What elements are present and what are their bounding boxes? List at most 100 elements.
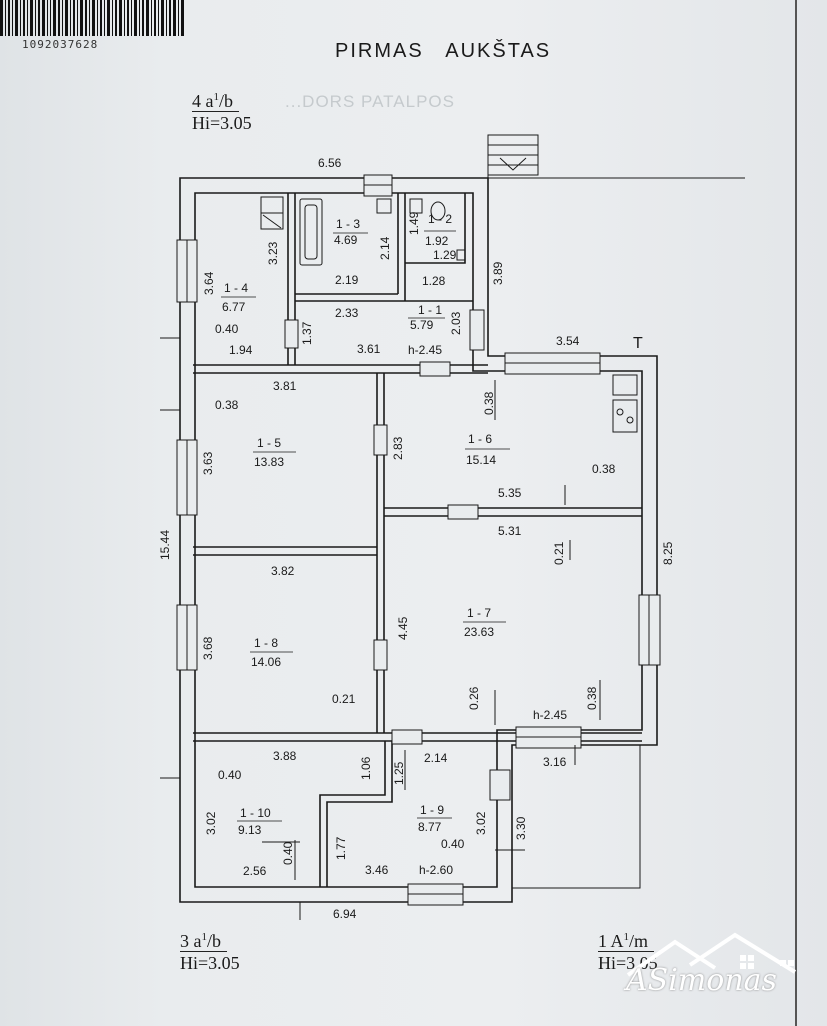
faint-bleedthrough-text: ...DORS PATALPOS <box>285 92 455 111</box>
room-area: 9.13 <box>238 823 262 837</box>
dim-label: 0.38 <box>482 391 496 415</box>
dim-label: 0.38 <box>585 686 599 710</box>
room-labels: 1 - 1 5.79 1 - 2 1.92 1 - 3 4.69 1 - 4 6… <box>221 212 510 837</box>
fraction-main: 1 A <box>598 931 624 951</box>
fraction-top-left: 4 a1/b Hi=3.05 <box>192 92 252 132</box>
barcode <box>0 0 184 36</box>
room-area: 1.92 <box>425 234 449 248</box>
fraction-height: Hi=3.05 <box>180 953 240 973</box>
dim-label: 5.35 <box>498 486 522 500</box>
dim-label: 2.14 <box>424 751 448 765</box>
dim-label: 5.31 <box>498 524 522 538</box>
dim-label: 3.88 <box>273 749 297 763</box>
dim-label: 3.63 <box>201 451 215 475</box>
fraction-height: Hi=3.05 <box>598 953 658 973</box>
fraction-sup: 1 <box>623 931 630 943</box>
dim-label: 0.21 <box>332 692 356 706</box>
fraction-bottom-left: 3 a1/b Hi=3.05 <box>180 932 240 972</box>
dim-label: 1.77 <box>334 836 348 860</box>
logo-wordmark: ASimonas <box>626 963 777 998</box>
dim-label: 3.16 <box>543 755 567 769</box>
fraction-sup: 1 <box>213 91 220 103</box>
fraction-bottom-right: 1 A1/m Hi=3.05 <box>598 932 658 972</box>
dim-label: 1.49 <box>407 211 421 235</box>
page-title: PIRMAS AUKŠTAS <box>335 40 552 62</box>
fraction-sup: 1 <box>201 931 208 943</box>
fraction-main: 3 a <box>180 931 202 951</box>
dim-label: 1.37 <box>300 321 314 345</box>
dim-label: 1.28 <box>422 274 446 288</box>
dim-label: 3.46 <box>365 863 389 877</box>
dim-label: 15.44 <box>158 530 172 560</box>
dimension-labels: 6.56 3.64 3.23 0.40 1.94 2.14 2.19 1.49 … <box>158 156 675 921</box>
dim-label: 2.19 <box>335 273 359 287</box>
sanitary-fixtures <box>260 196 638 433</box>
dim-label: h-2.60 <box>419 863 453 877</box>
dim-label: 8.25 <box>661 541 675 565</box>
dim-label: 2.56 <box>243 864 267 878</box>
dim-label: 2.83 <box>391 436 405 460</box>
room-area: 13.83 <box>254 455 284 469</box>
room-label: 1 - 5 <box>257 436 281 450</box>
room-label: 1 - 10 <box>240 806 271 820</box>
dim-label: 0.40 <box>441 837 465 851</box>
room-label: 1 - 8 <box>254 636 278 650</box>
room-area: 6.77 <box>222 300 246 314</box>
dim-label: 0.38 <box>215 398 239 412</box>
dim-label: 2.14 <box>378 236 392 260</box>
room-label: 1 - 9 <box>420 803 444 817</box>
dim-label: 3.64 <box>202 271 216 295</box>
dim-label: 6.56 <box>318 156 342 170</box>
dim-label: 6.94 <box>333 907 357 921</box>
barcode-number: 1092037628 <box>22 38 99 51</box>
entrance-stairs <box>487 134 539 176</box>
dim-label: 0.21 <box>552 541 566 565</box>
dim-label: 0.40 <box>215 322 239 336</box>
fraction-tail: /b <box>207 931 222 951</box>
room-area: 23.63 <box>464 625 494 639</box>
room-label: 1 - 3 <box>336 217 360 231</box>
dim-label: 3.02 <box>474 811 488 835</box>
dim-label: 3.68 <box>201 636 215 660</box>
house-logo-icon <box>626 932 797 977</box>
dim-label: 0.26 <box>467 686 481 710</box>
dim-label: 0.40 <box>281 841 295 865</box>
fraction-height: Hi=3.05 <box>192 113 252 133</box>
room-area: 15.14 <box>466 453 496 467</box>
dim-label: 1.94 <box>229 343 253 357</box>
dim-label: 3.82 <box>271 564 295 578</box>
dim-label: 1.25 <box>392 761 406 785</box>
fraction-main: 4 a <box>192 91 214 111</box>
dim-label: 0.40 <box>218 768 242 782</box>
dim-label: 3.89 <box>491 261 505 285</box>
fraction-tail: /b <box>219 91 234 111</box>
dim-label: h-2.45 <box>533 708 567 722</box>
dim-label: 3.02 <box>204 811 218 835</box>
dim-label: 3.23 <box>266 241 280 265</box>
walls <box>179 174 745 903</box>
dim-label: 2.03 <box>449 311 463 335</box>
room-area: 4.69 <box>334 233 358 247</box>
room-label: 1 - 1 <box>418 303 442 317</box>
fraction-tail: /m <box>629 931 649 951</box>
dim-label: 3.81 <box>273 379 297 393</box>
windows <box>176 174 661 906</box>
room-label: 1 - 4 <box>224 281 248 295</box>
dimension-markers <box>160 337 601 920</box>
dim-label: 1.06 <box>359 756 373 780</box>
dim-label: 0.38 <box>592 462 616 476</box>
dim-label: 3.61 <box>357 342 381 356</box>
room-area: 14.06 <box>251 655 281 669</box>
dim-label: T <box>633 335 643 352</box>
door-openings <box>284 309 485 745</box>
room-label: 1 - 6 <box>468 432 492 446</box>
room-area: 8.77 <box>418 820 442 834</box>
dim-label: 3.30 <box>514 816 528 840</box>
dim-label: 2.33 <box>335 306 359 320</box>
dim-label: 3.54 <box>556 334 580 348</box>
room-label: 1 - 2 <box>428 212 452 226</box>
sheet-edge-line <box>795 0 797 1026</box>
dim-label: 1.29 <box>433 248 457 262</box>
